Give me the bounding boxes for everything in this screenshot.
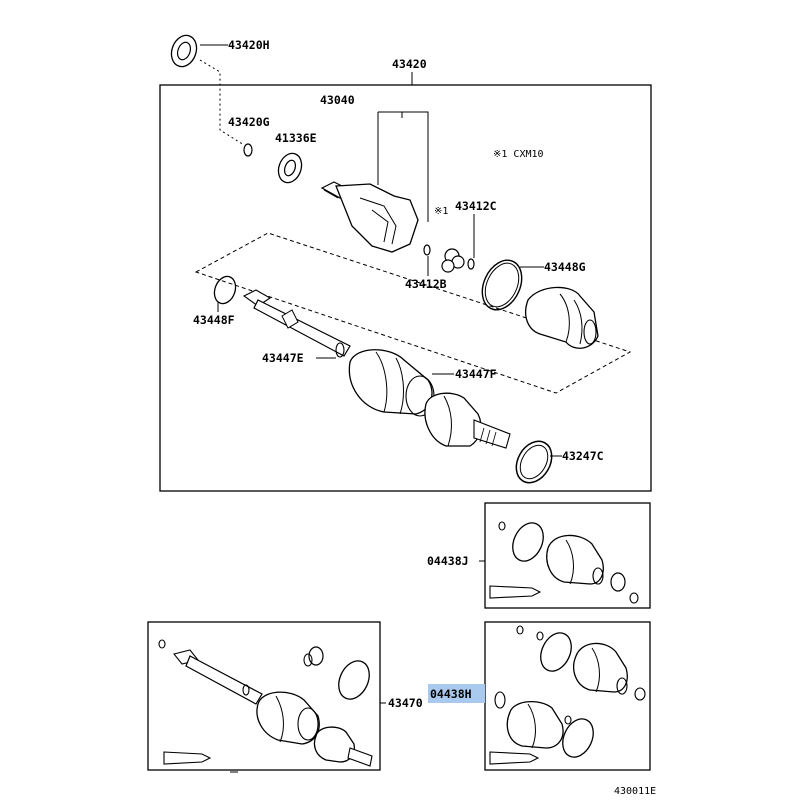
label-43448f[interactable]: 43448F	[193, 313, 235, 327]
snap-ring-43420g	[243, 143, 253, 157]
boot-clamp-43448g	[481, 259, 523, 311]
label-43412b[interactable]: 43412B	[405, 277, 447, 291]
drive-shaft	[242, 289, 511, 449]
label-43040[interactable]: 43040	[320, 93, 355, 107]
kit-box-04438j	[484, 502, 651, 609]
label-43447e[interactable]: 43447E	[262, 351, 304, 365]
boot-43448g	[525, 286, 599, 349]
label-04438j[interactable]: 04438J	[427, 554, 469, 568]
label-43412c[interactable]: 43412C	[455, 199, 497, 213]
label-43420g[interactable]: 43420G	[228, 115, 270, 129]
label-43420[interactable]: 43420	[392, 57, 427, 71]
tripod-joint	[441, 248, 465, 273]
assembly-box-43470	[147, 621, 381, 771]
main-assembly-box	[159, 84, 652, 492]
label-43247c[interactable]: 43247C	[562, 449, 604, 463]
label-41336e[interactable]: 41336E	[275, 131, 317, 145]
cv-joint-43040	[320, 181, 419, 253]
model-note: ※1 CXM10	[493, 149, 544, 160]
seal-43247c	[515, 440, 553, 484]
label-04438h[interactable]: 04438H	[430, 687, 472, 701]
clamp-43448f	[213, 275, 237, 305]
washer-41336e	[277, 152, 303, 184]
mark-note-1: ※1	[434, 206, 448, 217]
dotted-leader-43420h	[199, 59, 245, 146]
label-43448g[interactable]: 43448G	[544, 260, 586, 274]
assembly-43470-parts	[158, 639, 373, 773]
oil-seal-43420h	[170, 34, 228, 68]
kit-04438h-parts	[489, 625, 646, 765]
kit-04438j-parts	[489, 521, 639, 604]
highlight-04438h	[428, 684, 485, 703]
label-43420h[interactable]: 43420H	[228, 38, 270, 52]
illustration-code: 430011E	[614, 786, 656, 797]
kit-box-04438h	[484, 621, 651, 771]
label-43470[interactable]: 43470	[388, 696, 423, 710]
inner-dashed-outline	[194, 232, 632, 394]
label-43447f[interactable]: 43447F	[455, 367, 497, 381]
